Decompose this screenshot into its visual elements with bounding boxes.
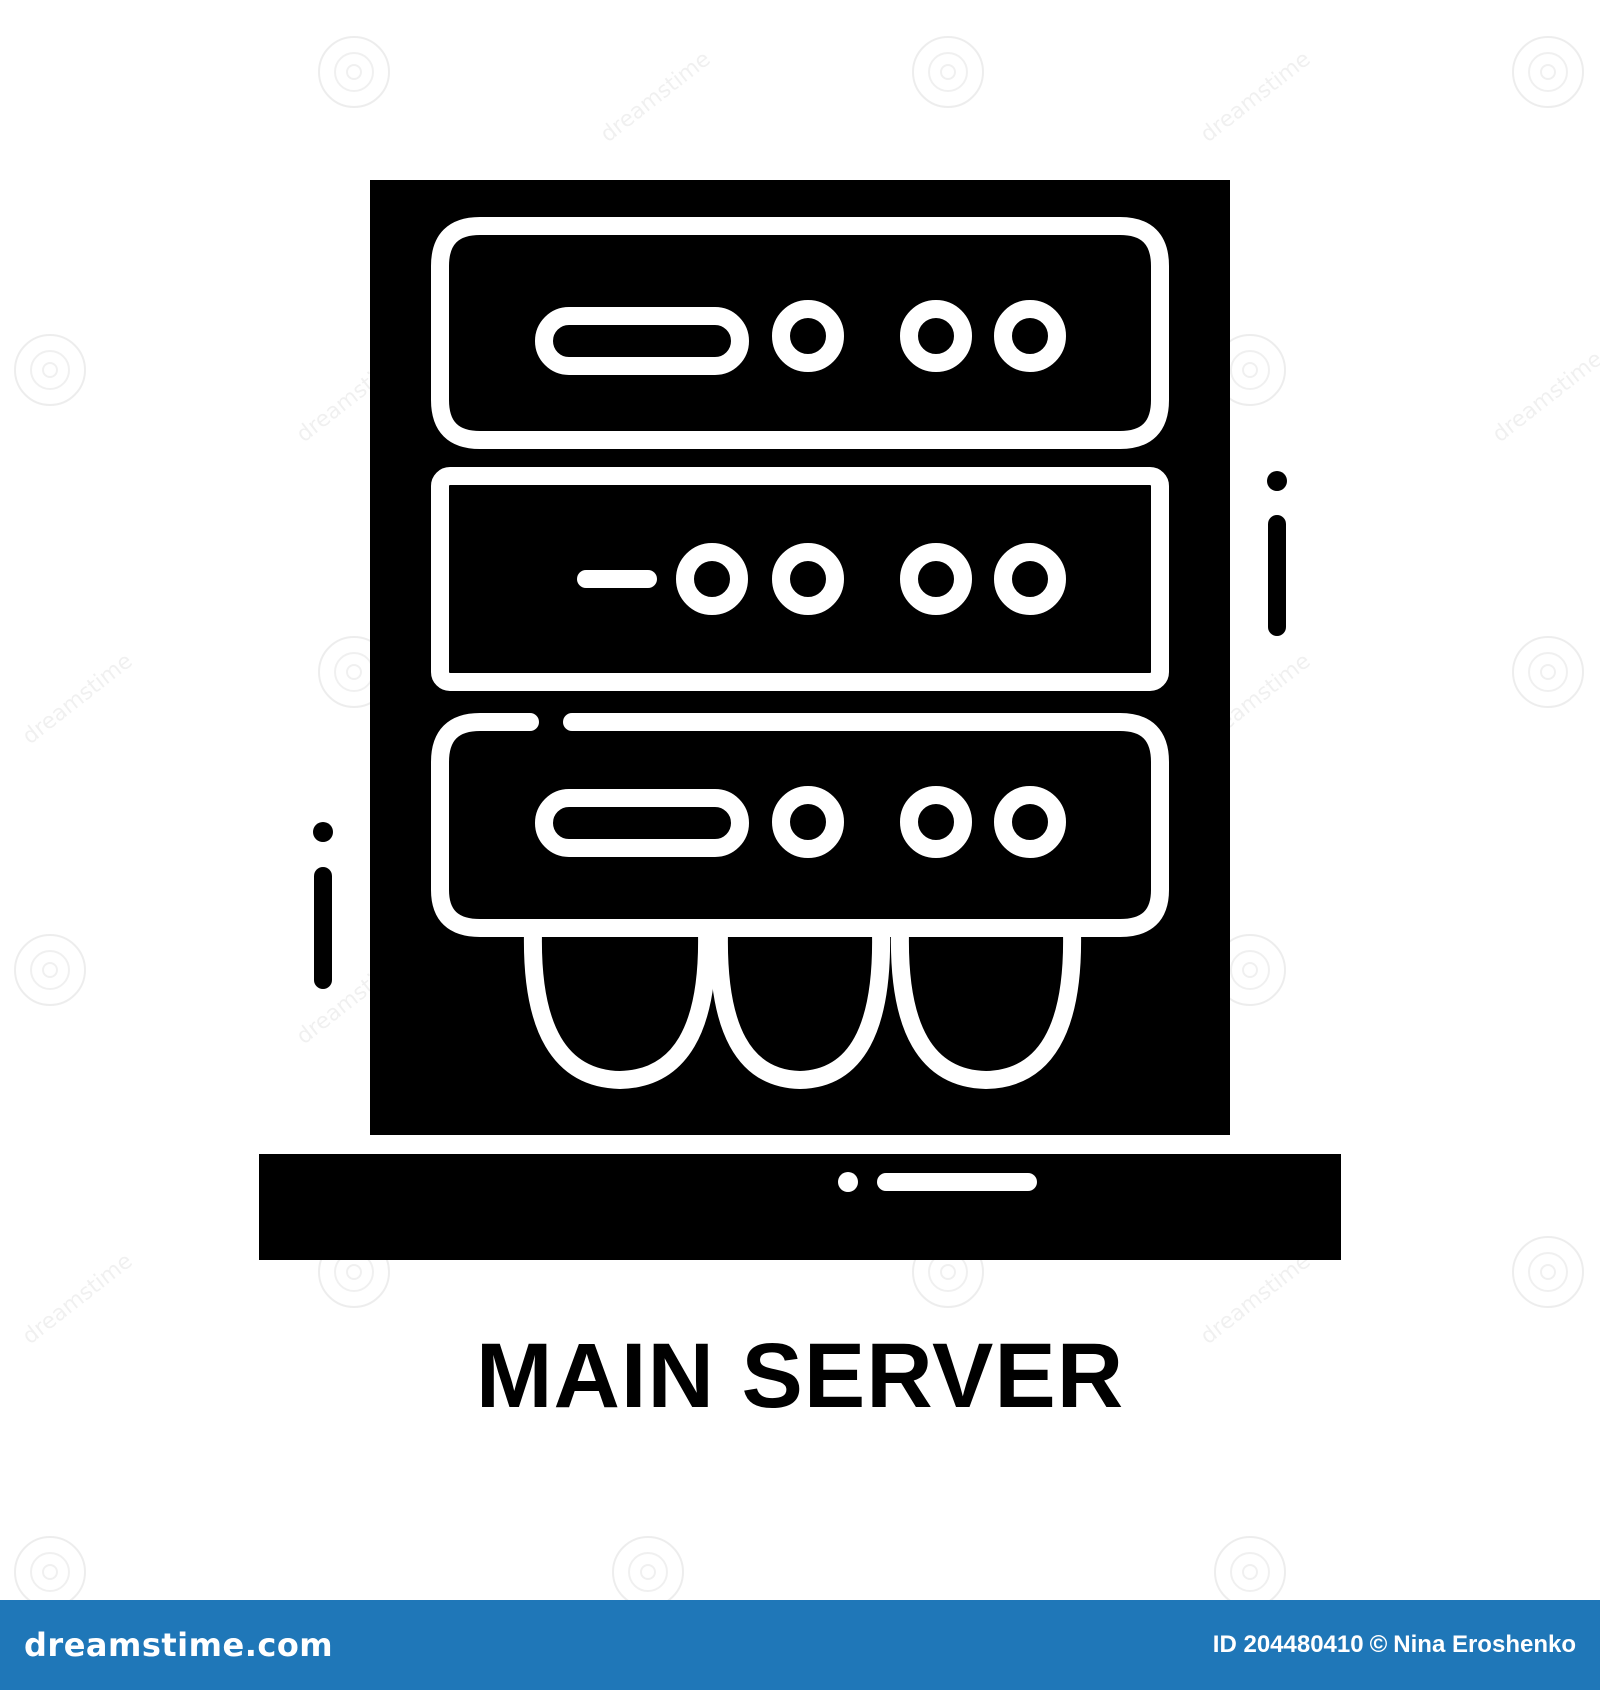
status-light-top-1	[772, 300, 844, 372]
copyright-symbol: ©	[1369, 1631, 1388, 1658]
cable-loop-2	[709, 923, 891, 1089]
author-name[interactable]: Nina Eroshenko	[1393, 1631, 1576, 1658]
footer-credit: ID 204480410 © Nina Eroshenko	[1213, 1631, 1576, 1659]
stock-footer-bar: dreamstime.com ID 204480410 © Nina Erosh…	[0, 1600, 1600, 1690]
status-light-middle-3	[994, 543, 1066, 615]
status-light-bottom-1	[772, 786, 844, 858]
drive-slot-top	[535, 307, 749, 375]
cabinet-body	[370, 180, 1230, 1135]
cable-loop-3	[890, 923, 1082, 1089]
status-light-top-3	[994, 300, 1066, 372]
status-light-middle-1	[772, 543, 844, 615]
power-button-middle	[676, 543, 748, 615]
base-dot-icon	[838, 1172, 858, 1192]
right-side-dot	[1267, 471, 1287, 491]
drive-slot-bottom	[535, 789, 749, 857]
server-rack-icon	[259, 180, 1341, 1260]
base-platform	[259, 1154, 1341, 1260]
footer-logo[interactable]: dreamstime.com	[24, 1626, 334, 1664]
status-light-bottom-2	[900, 786, 972, 858]
status-light-bottom-3	[994, 786, 1066, 858]
server-unit-bottom	[431, 713, 1169, 937]
stock-image-canvas: dreamstime dreamstime dreamstime dreamst…	[14, 36, 1600, 1608]
status-light-top-2	[900, 300, 972, 372]
server-unit-middle	[431, 467, 1169, 691]
image-id: ID 204480410	[1212, 1631, 1364, 1658]
server-unit-top	[431, 217, 1169, 449]
left-side-dot	[313, 822, 333, 842]
status-light-middle-2	[900, 543, 972, 615]
image-caption: MAIN SERVER	[475, 1325, 1125, 1427]
cable-loop-1	[523, 923, 717, 1089]
